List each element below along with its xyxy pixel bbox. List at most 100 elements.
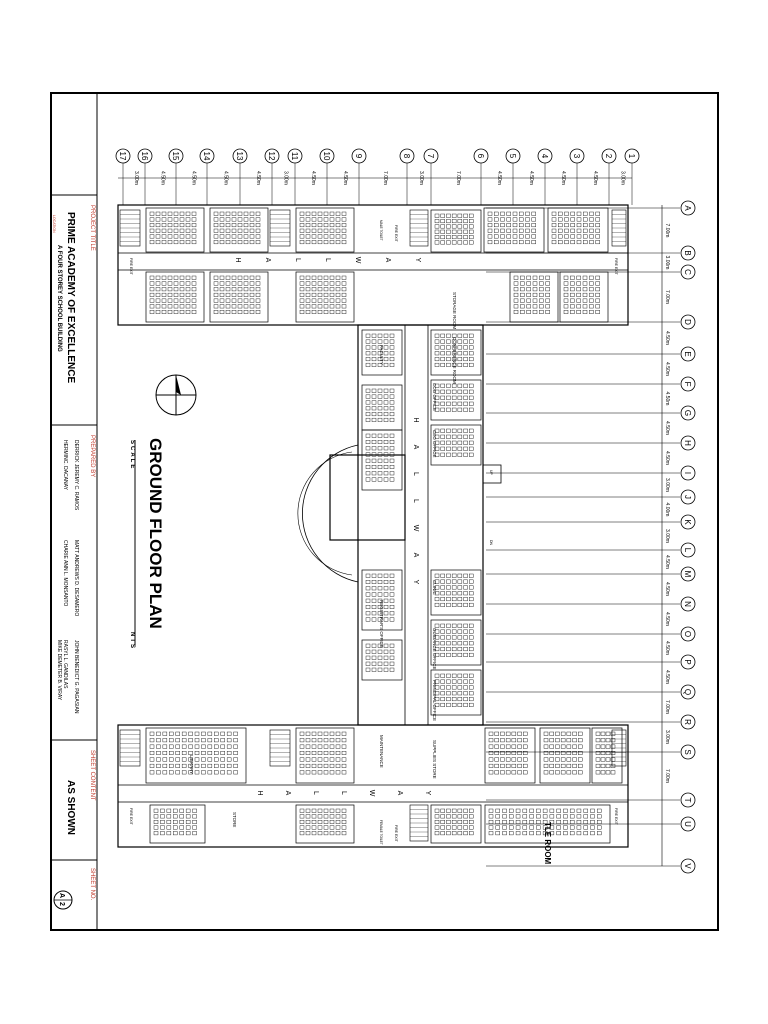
right-dim-12: 4.50m [664, 582, 670, 596]
classroom-bottom-a-2-desk [494, 757, 499, 762]
office-6-desk [371, 333, 377, 338]
classroom-top-a-0-desk [173, 223, 179, 228]
classroom-bottom-a-0-desk [194, 744, 200, 749]
classroom-bottom-a-4-desk [605, 751, 611, 755]
classroom-bottom-a-1-desk [323, 738, 329, 743]
label-supplies: SUPPLIES STORE [432, 740, 437, 779]
classroom-top-a-2-desk [317, 211, 323, 216]
classroom-top-a-2-desk [317, 228, 323, 233]
classroom-top-a-4-desk [487, 234, 493, 239]
office-3-desk [440, 579, 445, 584]
classroom-bottom-a-3-desk [578, 770, 583, 775]
classroom-bottom-b-2-desk [463, 820, 468, 824]
classroom-top-b-0-desk [173, 304, 179, 309]
classroom-bottom-b-3-desk [529, 820, 534, 824]
classroom-bottom-a-0-desk [188, 763, 193, 768]
classroom-bottom-b-3-desk [556, 808, 561, 813]
office-5-desk [440, 697, 445, 702]
classroom-top-b-2-desk [317, 281, 323, 286]
classroom-top-b-2-desk [317, 275, 323, 280]
classroom-bottom-a-4-desk [600, 763, 606, 768]
classroom-bottom-a-2-desk [523, 731, 528, 736]
office-2-desk [457, 446, 463, 451]
grid-bubble-17 [115, 148, 131, 164]
office-3-desk [469, 573, 474, 578]
office-5-desk [446, 679, 451, 684]
classroom-top-a-1-desk [243, 223, 249, 228]
classroom-top-b-0-desk [167, 310, 173, 314]
classroom-top-a-3-desk [457, 219, 463, 224]
grid-bubble-U [680, 816, 696, 832]
office-4-desk [457, 635, 463, 640]
classroom-bottom-b-2-desk [463, 814, 468, 819]
classroom-top-b-0-desk [179, 298, 185, 303]
office-4-desk [440, 647, 445, 652]
classroom-top-b-0-desk [167, 292, 173, 297]
classroom-top-a-1-desk [237, 223, 243, 228]
classroom-top-b-0-desk [185, 275, 191, 280]
classroom-bottom-a-3-desk [555, 738, 560, 743]
classroom-top-a-0-desk [167, 217, 173, 222]
office-0-desk [457, 357, 463, 362]
classroom-top-a-1-desk [237, 211, 243, 216]
classroom-bottom-a-0-desk [149, 738, 155, 743]
classroom-bottom-a-0-desk [162, 751, 168, 755]
classroom-bottom-a-3-desk [543, 757, 549, 762]
office-0-desk [463, 345, 468, 350]
classroom-bottom-b-0-desk [153, 825, 159, 830]
stair-5 [269, 729, 291, 767]
office-6-desk [389, 362, 395, 367]
classroom-bottom-a-3-desk [572, 770, 577, 775]
office-8-desk [365, 573, 371, 578]
classroom-top-b-3-desk [545, 281, 550, 286]
office-3-desk [463, 573, 468, 578]
right-dim-4: 4.50m [664, 362, 670, 376]
nts-label: NTS [129, 632, 135, 650]
classroom-bottom-b-3-desk [590, 808, 595, 813]
classroom-top-b-2-desk [305, 304, 311, 309]
classroom-top-a-1-desk [237, 240, 243, 245]
scale-label: SCALE [129, 440, 135, 470]
classroom-top-b-3-desk [545, 287, 550, 292]
classroom-bottom-a-0-desk [207, 744, 213, 749]
classroom-bottom-a-4-desk [605, 738, 611, 743]
classroom-bottom-a-2-desk [517, 731, 522, 736]
classroom-top-b-4-desk [570, 281, 575, 286]
office-3-desk [469, 585, 474, 590]
classroom-bottom-a-4-desk [600, 751, 606, 755]
classroom-top-a-5-desk [551, 240, 557, 245]
classroom-bottom-a-3-desk [543, 770, 549, 775]
office-0-desk [469, 333, 474, 338]
classroom-bottom-a-2-desk [494, 763, 499, 768]
office-7-desk [365, 400, 371, 405]
classroom-top-a-0-desk [173, 240, 179, 245]
classroom-bottom-b-2-desk [446, 820, 451, 824]
classroom-top-b-4-desk [589, 292, 594, 297]
classroom-bottom-a-2-desk [505, 757, 511, 762]
classroom-top-b-2-desk [317, 310, 323, 314]
hallway-mid-letter-3: L [412, 499, 419, 503]
office-2-desk [446, 446, 451, 451]
assembly-hall-desk [389, 471, 395, 476]
classroom-bottom-a-3-desk [572, 744, 577, 749]
room-labels: STORAGE ROOM CONFERENCE ROOM COO OFFICE … [129, 220, 618, 865]
classroom-top-b-0-desk [173, 275, 179, 280]
hallway-top-letter-4: W [354, 257, 361, 264]
classroom-top-a-4-desk [525, 234, 530, 239]
classroom-top-a-2-desk [335, 211, 341, 216]
classroom-bottom-b-3-desk [502, 820, 507, 824]
classroom-bottom-a-0-desk [149, 731, 155, 736]
classroom-top-a-4-desk [531, 211, 536, 216]
classroom-bottom-a-0-desk [194, 770, 200, 775]
classroom-top-b-0-desk [191, 298, 197, 303]
classroom-top-a-1-desk [225, 234, 231, 239]
assembly-hall-desk [377, 458, 383, 463]
classroom-bottom-b-1-desk [329, 808, 335, 813]
assembly-hall-desk [377, 471, 383, 476]
classroom-bottom-b-1-desk [305, 831, 311, 836]
office-8-desk [383, 617, 389, 622]
classroom-bottom-b-1-desk [323, 825, 329, 830]
classroom-bottom-a-0-desk [201, 763, 206, 768]
classroom-bottom-a-2-desk [505, 731, 511, 736]
classroom-bottom-a-1-desk [323, 744, 329, 749]
